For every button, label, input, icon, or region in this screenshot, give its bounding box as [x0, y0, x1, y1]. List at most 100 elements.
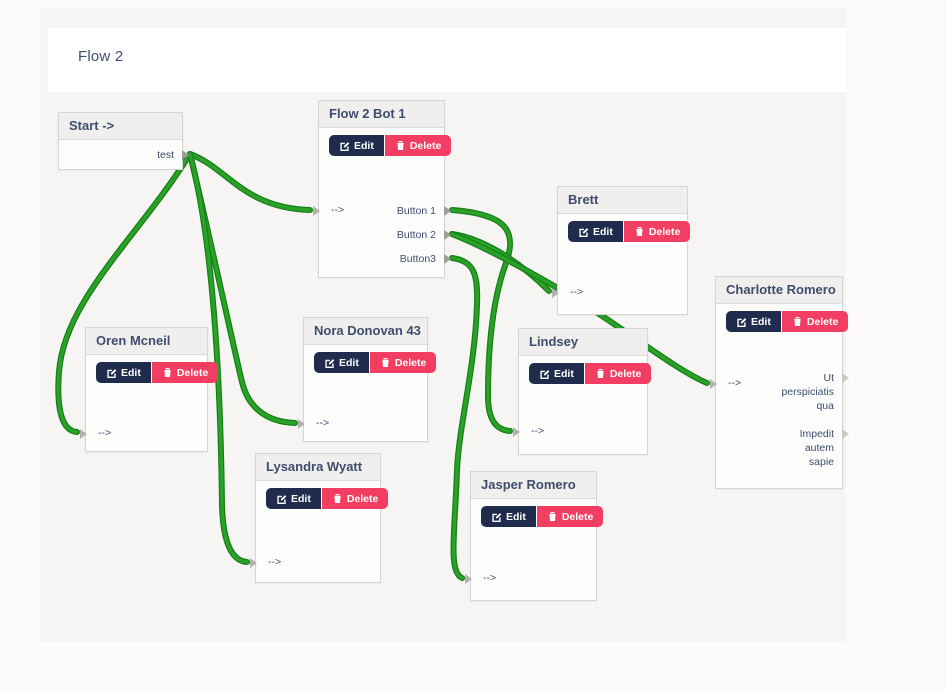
delete-button[interactable]: Delete — [623, 221, 691, 242]
output-port-label-start-0: test — [157, 149, 174, 161]
output-port-label-bot1-1: Button 2 — [396, 229, 436, 241]
edit-button-label: Edit — [291, 492, 311, 505]
edit-button[interactable]: Edit — [266, 488, 321, 509]
node-actions-bot1: Edit Delete — [329, 135, 452, 156]
node-actions-lysandra: Edit Delete — [266, 488, 389, 509]
input-connector-icon-nora[interactable] — [298, 419, 305, 429]
node-title-jasper: Jasper Romero — [471, 472, 596, 499]
node-actions-oren: Edit Delete — [96, 362, 219, 383]
input-port-label-oren: --> — [98, 427, 112, 439]
delete-button-label: Delete — [394, 356, 427, 369]
edit-pencil-icon — [324, 357, 335, 368]
edit-button[interactable]: Edit — [314, 352, 369, 373]
delete-button[interactable]: Delete — [536, 506, 604, 527]
input-connector-icon-lysandra[interactable] — [250, 558, 257, 568]
delete-button-label: Delete — [409, 139, 442, 152]
edit-button-label: Edit — [339, 356, 359, 369]
node-card-start[interactable]: Start -> test — [58, 112, 189, 170]
edit-pencil-icon — [539, 368, 550, 379]
edit-pencil-icon — [276, 493, 287, 504]
delete-button-label: Delete — [561, 510, 594, 523]
input-port-label-charlotte: --> — [728, 377, 742, 389]
node-title-bot1: Flow 2 Bot 1 — [319, 101, 444, 128]
trash-icon — [380, 357, 391, 368]
trash-icon — [162, 367, 173, 378]
input-connector-icon-lindsey[interactable] — [513, 427, 520, 437]
trash-icon — [332, 493, 343, 504]
delete-button[interactable]: Delete — [584, 363, 652, 384]
node-title-brett: Brett — [558, 187, 687, 214]
edit-button-label: Edit — [506, 510, 526, 523]
trash-icon — [595, 368, 606, 379]
node-card-bot1[interactable]: Flow 2 Bot 1 Edit Delete --> Button 1 Button … — [313, 100, 452, 278]
input-connector-icon-bot1[interactable] — [313, 206, 320, 216]
edit-button[interactable]: Edit — [529, 363, 584, 384]
edit-pencil-icon — [491, 511, 502, 522]
trash-icon — [634, 226, 645, 237]
node-title-lysandra: Lysandra Wyatt — [256, 454, 380, 481]
trash-icon — [395, 140, 406, 151]
edit-pencil-icon — [106, 367, 117, 378]
delete-button[interactable]: Delete — [151, 362, 219, 383]
delete-button[interactable]: Delete — [781, 311, 849, 332]
input-connector-icon-jasper[interactable] — [465, 574, 472, 584]
node-title-nora: Nora Donovan 43 — [304, 318, 427, 345]
edit-button[interactable]: Edit — [96, 362, 151, 383]
input-connector-icon-brett[interactable] — [552, 288, 559, 298]
node-actions-jasper: Edit Delete — [481, 506, 604, 527]
edit-button-label: Edit — [751, 315, 771, 328]
delete-button[interactable]: Delete — [369, 352, 437, 373]
trash-icon — [547, 511, 558, 522]
delete-button-label: Delete — [806, 315, 839, 328]
node-actions-charlotte: Edit Delete — [726, 311, 849, 332]
edit-button[interactable]: Edit — [481, 506, 536, 527]
edit-button[interactable]: Edit — [329, 135, 384, 156]
output-connector-icon-start-0[interactable] — [182, 150, 189, 160]
node-actions-nora: Edit Delete — [314, 352, 437, 373]
input-port-label-brett: --> — [570, 286, 584, 298]
delete-button[interactable]: Delete — [384, 135, 452, 156]
edit-button-label: Edit — [121, 366, 141, 379]
output-port-label-bot1-2: Button3 — [399, 253, 436, 265]
output-port-label-charlotte-0: Ut perspiciatis qua — [781, 372, 834, 412]
edit-pencil-icon — [339, 140, 350, 151]
node-title-oren: Oren Mcneil — [86, 328, 207, 355]
output-connector-icon-charlotte-0[interactable] — [842, 373, 849, 383]
delete-button-label: Delete — [346, 492, 379, 505]
delete-button-label: Delete — [648, 225, 681, 238]
node-actions-brett: Edit Delete — [568, 221, 691, 242]
trash-icon — [792, 316, 803, 327]
delete-button[interactable]: Delete — [321, 488, 389, 509]
output-port-label-bot1-0: Button 1 — [396, 205, 436, 217]
output-connector-icon-charlotte-1[interactable] — [842, 429, 849, 439]
output-connector-icon-bot1-2[interactable] — [444, 254, 451, 264]
input-connector-icon-charlotte[interactable] — [710, 379, 717, 389]
edit-button-label: Edit — [554, 367, 574, 380]
edit-pencil-icon — [578, 226, 589, 237]
input-port-label-nora: --> — [316, 417, 330, 429]
delete-button-label: Delete — [176, 366, 209, 379]
edit-button-label: Edit — [354, 139, 374, 152]
flow-title-bar: Flow 2 — [48, 28, 846, 92]
edit-button[interactable]: Edit — [568, 221, 623, 242]
output-connector-icon-bot1-0[interactable] — [444, 206, 451, 216]
edit-button-label: Edit — [593, 225, 613, 238]
output-connector-icon-bot1-1[interactable] — [444, 230, 451, 240]
node-card-nora[interactable]: Nora Donovan 43 Edit Delete --> — [298, 317, 437, 442]
input-port-label-lysandra: --> — [268, 556, 282, 568]
output-port-label-charlotte-1: Impedit autem sapie — [799, 428, 834, 468]
input-port-label-lindsey: --> — [531, 425, 545, 437]
node-title-start: Start -> — [59, 113, 182, 140]
input-connector-icon-oren[interactable] — [80, 429, 87, 439]
node-title-charlotte: Charlotte Romero — [716, 277, 842, 304]
edit-button[interactable]: Edit — [726, 311, 781, 332]
node-actions-lindsey: Edit Delete — [529, 363, 652, 384]
input-port-label-bot1: --> — [331, 204, 345, 216]
